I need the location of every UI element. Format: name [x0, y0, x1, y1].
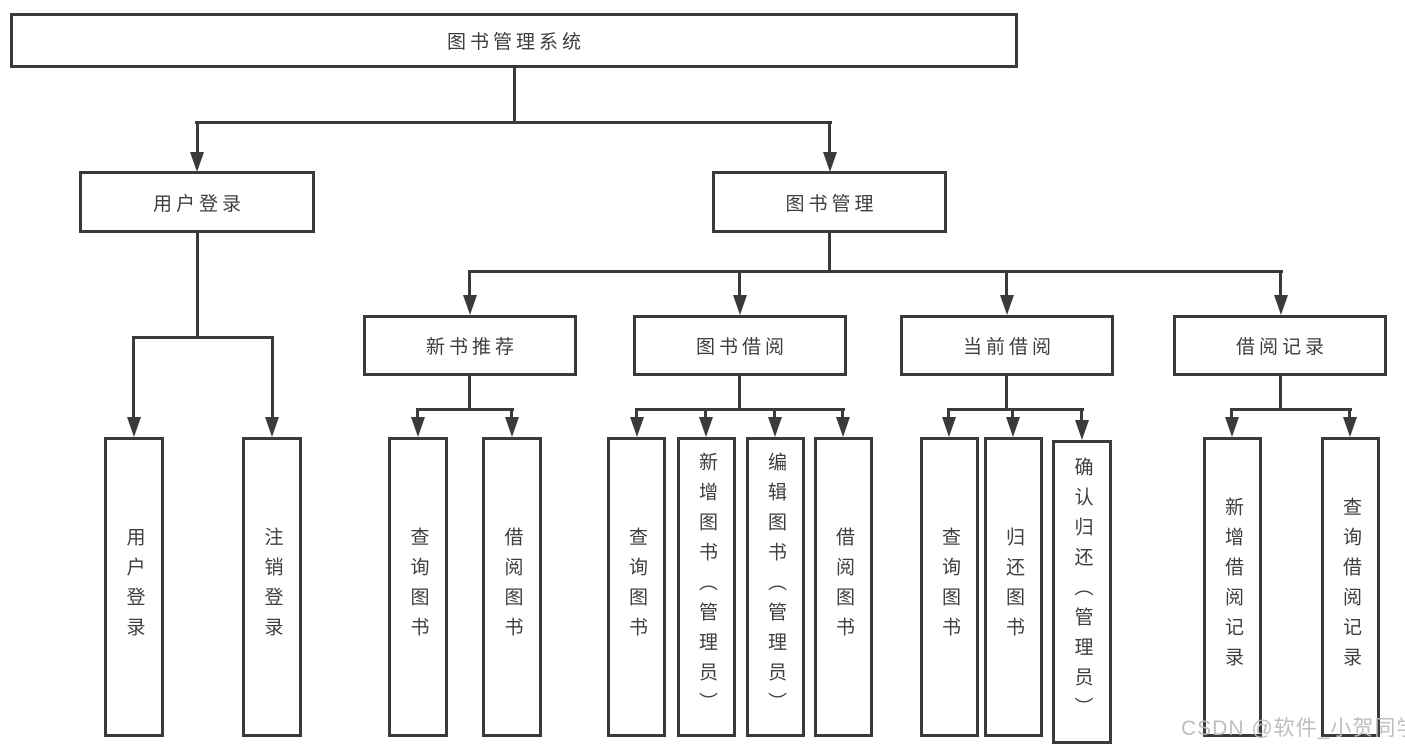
watermark-text: CSDN @软件_小贺同学 [1181, 717, 1405, 740]
node-label: 查询借阅记录 [1340, 497, 1361, 677]
connector-line [635, 408, 845, 411]
arrow-down-icon [505, 417, 519, 437]
leaf-logout: 注销登录 [242, 437, 302, 737]
leaf-return-books: 归还图书 [984, 437, 1043, 737]
arrow-down-icon [942, 417, 956, 437]
leaf-borrow-books-recommend: 借阅图书 [482, 437, 542, 737]
leaf-add-books-admin: 新增图书（管理员） [677, 437, 736, 737]
leaf-add-borrow-record: 新增借阅记录 [1203, 437, 1262, 737]
connector-line [468, 270, 471, 297]
connector-line [468, 376, 471, 411]
node-label: 编辑图书（管理员） [765, 452, 786, 722]
connector-line [1348, 408, 1351, 420]
node-label: 确认归还（管理员） [1071, 457, 1093, 727]
connector-line [704, 408, 707, 420]
arrow-down-icon [463, 295, 477, 315]
connector-line [1005, 270, 1008, 297]
connector-line [1080, 408, 1083, 420]
arrow-down-icon [768, 417, 782, 437]
connector-line [841, 408, 844, 420]
node-label: 新增图书（管理员） [696, 452, 717, 722]
node-label: 新增借阅记录 [1222, 497, 1243, 677]
node-label: 查询图书 [626, 527, 647, 647]
connector-line [635, 408, 638, 420]
leaf-query-books-borrow: 查询图书 [607, 437, 666, 737]
leaf-query-borrow-record: 查询借阅记录 [1321, 437, 1380, 737]
connector-line [132, 336, 135, 420]
connector-line [1005, 376, 1008, 411]
arrow-down-icon [1274, 295, 1288, 315]
arrow-down-icon [699, 417, 713, 437]
arrow-down-icon [411, 417, 425, 437]
node-label: 用户登录 [152, 193, 245, 215]
arrow-down-icon [630, 417, 644, 437]
connector-line [416, 408, 419, 420]
arrow-down-icon [1006, 417, 1020, 437]
arrow-down-icon [733, 295, 747, 315]
connector-line [132, 336, 274, 339]
connector-line [828, 233, 831, 273]
node-root: 图书管理系统 [10, 13, 1018, 68]
connector-line [828, 121, 831, 154]
leaf-edit-books-admin: 编辑图书（管理员） [746, 437, 805, 737]
connector-line [1279, 270, 1282, 297]
node-user-login: 用户登录 [79, 171, 315, 233]
node-label: 当前借阅 [962, 337, 1055, 358]
arrow-down-icon [265, 417, 279, 437]
connector-line [738, 270, 741, 297]
arrow-down-icon [836, 417, 850, 437]
arrow-down-icon [190, 152, 204, 172]
leaf-query-books-recommend: 查询图书 [388, 437, 448, 737]
node-label: 图书管理 [785, 193, 878, 215]
node-book-borrow: 图书借阅 [633, 315, 847, 376]
connector-line [416, 408, 514, 411]
node-label: 借阅记录 [1235, 337, 1328, 358]
connector-line [510, 408, 513, 420]
connector-line [1279, 376, 1282, 411]
node-book-management: 图书管理 [712, 171, 947, 233]
connector-line [196, 121, 199, 154]
node-label: 借阅图书 [501, 527, 523, 647]
connector-line [1230, 408, 1352, 411]
connector-line [947, 408, 950, 420]
node-label: 查询图书 [407, 527, 429, 647]
leaf-confirm-return-admin: 确认归还（管理员） [1052, 440, 1112, 744]
connector-line [271, 336, 274, 420]
connector-line [773, 408, 776, 420]
node-label: 用户登录 [123, 527, 145, 647]
connector-line [468, 270, 1283, 273]
node-current-borrow: 当前借阅 [900, 315, 1114, 376]
node-label: 查询图书 [939, 527, 960, 647]
node-label: 借阅图书 [833, 527, 854, 647]
arrow-down-icon [1075, 420, 1089, 440]
connector-line [195, 121, 832, 124]
connector-line [947, 408, 1084, 411]
connector-line [1011, 408, 1014, 420]
connector-line [513, 68, 516, 121]
connector-line [1230, 408, 1233, 420]
node-label: 新书推荐 [425, 337, 518, 358]
node-label: 归还图书 [1003, 527, 1024, 647]
node-label: 注销登录 [261, 527, 283, 647]
connector-line [196, 233, 199, 339]
node-label: 图书管理系统 [446, 32, 585, 53]
arrow-down-icon [1343, 417, 1357, 437]
arrow-down-icon [127, 417, 141, 437]
leaf-borrow-books: 借阅图书 [814, 437, 873, 737]
leaf-query-books-current: 查询图书 [920, 437, 979, 737]
node-label: 图书借阅 [695, 337, 788, 358]
node-new-book-recommend: 新书推荐 [363, 315, 577, 376]
arrow-down-icon [823, 152, 837, 172]
connector-line [738, 376, 741, 411]
node-borrow-records: 借阅记录 [1173, 315, 1387, 376]
leaf-user-login: 用户登录 [104, 437, 164, 737]
arrow-down-icon [1000, 295, 1014, 315]
arrow-down-icon [1225, 417, 1239, 437]
